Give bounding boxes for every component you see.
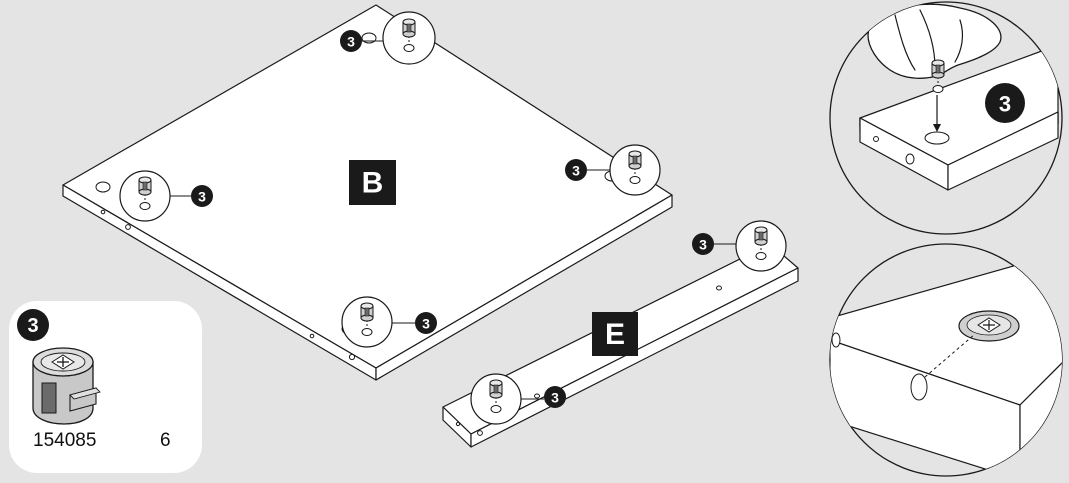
detail-insert-cam: 3 <box>829 1 1063 235</box>
legend-badge <box>17 309 49 341</box>
parts-legend: 3 154085 6 <box>9 301 202 473</box>
svg-text:3: 3 <box>999 92 1011 117</box>
cam-lock-fitting-icon <box>138 176 152 210</box>
cam-magnifier-1: 3 <box>340 11 436 65</box>
cam-lock-fitting-icon <box>628 150 642 184</box>
step-badge <box>692 233 714 255</box>
step-badge <box>415 312 437 334</box>
svg-text:3: 3 <box>347 34 355 50</box>
legend-quantity: 6 <box>160 430 171 451</box>
svg-text:3: 3 <box>198 189 206 205</box>
detail-cam-seated <box>829 243 1063 477</box>
step-badge <box>565 159 587 181</box>
cam-lock-fitting-icon <box>360 302 374 336</box>
svg-text:3: 3 <box>551 390 559 406</box>
step-badge <box>340 30 362 52</box>
panel-e-label-box <box>592 312 638 356</box>
step-badge <box>544 386 566 408</box>
svg-text:3: 3 <box>572 163 580 179</box>
panel-b: B <box>62 4 673 381</box>
cam-lock-fitting-icon <box>754 226 768 260</box>
svg-text:3: 3 <box>699 237 707 253</box>
cam-magnifier-6: 3 <box>470 373 566 425</box>
cam-magnifier-2: 3 <box>119 170 213 222</box>
panel-b-side-edge <box>375 194 673 381</box>
cam-lock-fitting-icon <box>402 18 416 52</box>
panel-b-label-box <box>349 160 396 205</box>
cam-magnifier-3: 3 <box>565 144 661 196</box>
panel-e-label: E <box>605 318 625 351</box>
panel-b-label: B <box>362 167 384 200</box>
step-badge <box>985 83 1025 123</box>
cam-magnifier-5: 3 <box>692 220 787 272</box>
legend-box <box>9 301 202 473</box>
step-badge <box>191 185 213 207</box>
cam-magnifier-4: 3 <box>341 296 437 348</box>
hand-pressing-icon <box>867 3 1002 79</box>
legend-part-number: 154085 <box>33 430 96 451</box>
svg-text:3: 3 <box>422 316 430 332</box>
legend-badge-number: 3 <box>27 315 38 337</box>
cam-lock-fitting-icon <box>32 347 101 425</box>
cam-lock-fitting-icon <box>489 379 503 413</box>
